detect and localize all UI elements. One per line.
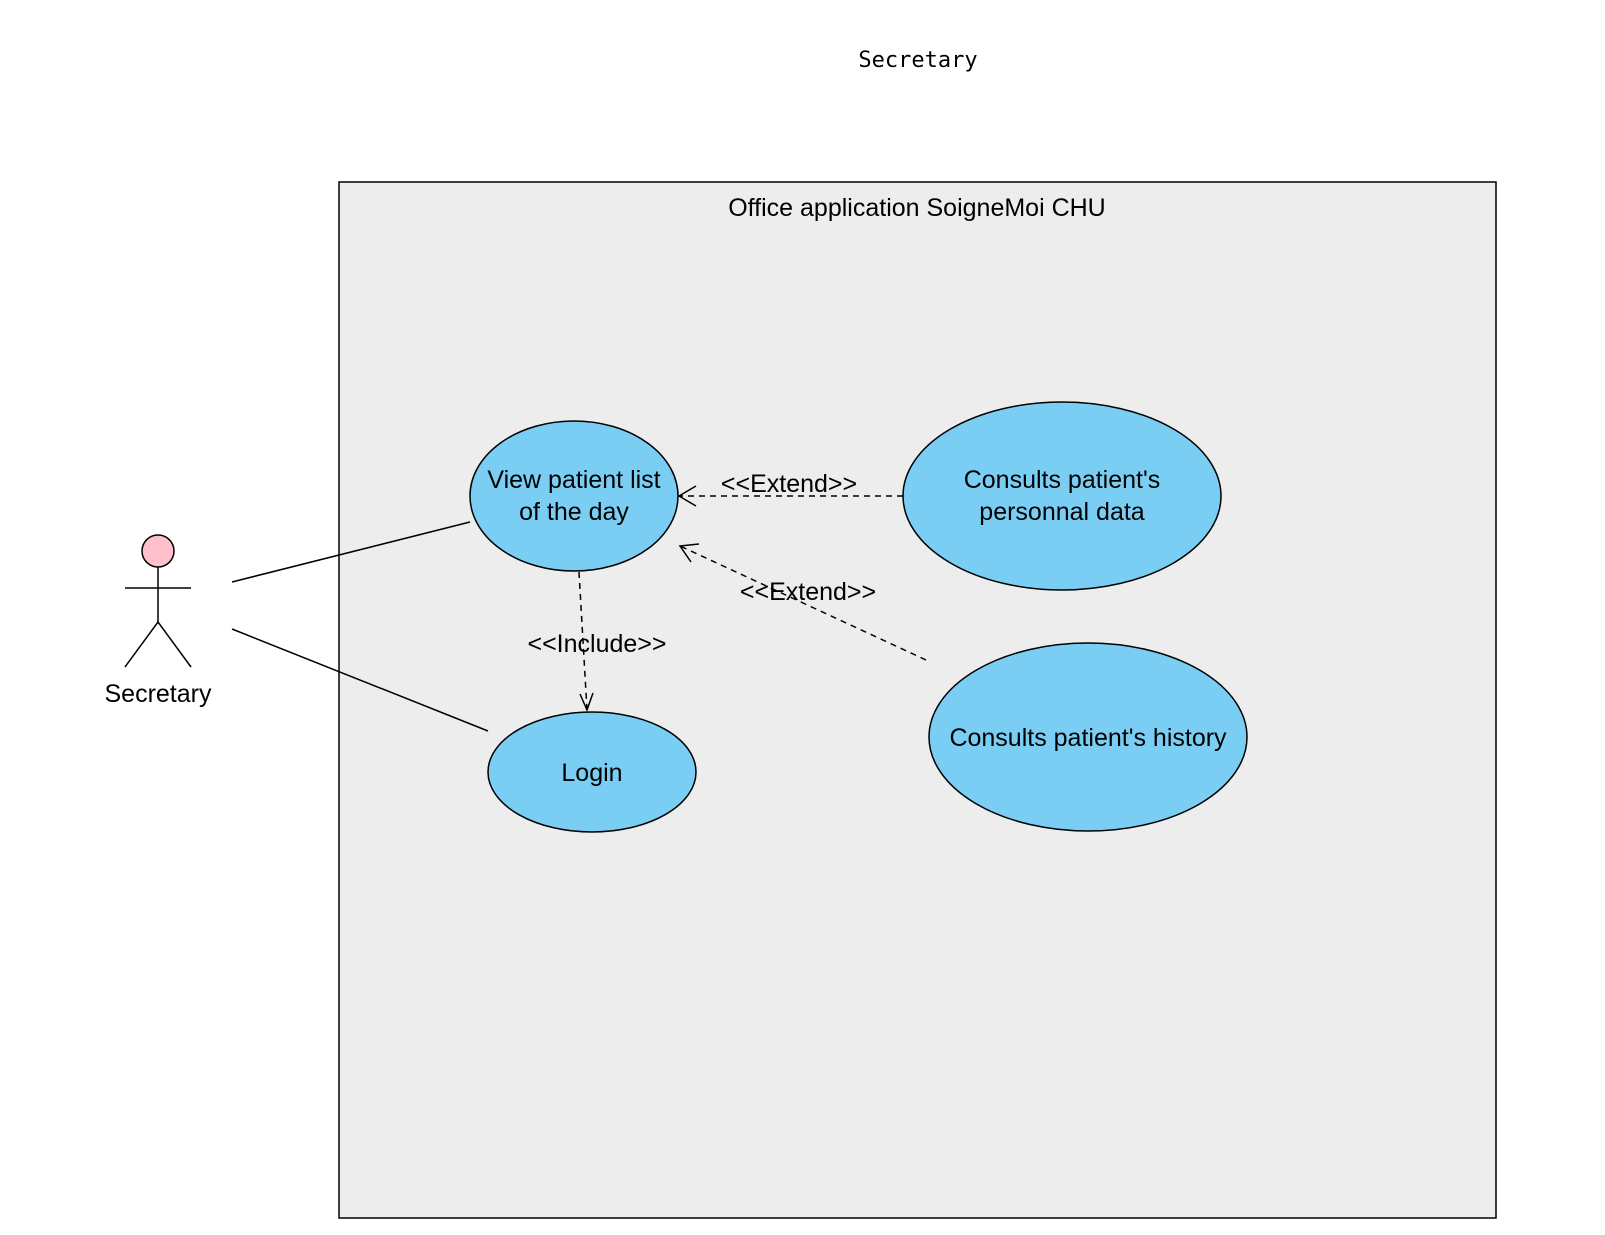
actor-secretary: Secretary xyxy=(105,534,212,708)
actor-left-leg xyxy=(124,621,159,668)
association-secretary-login xyxy=(231,628,489,732)
association-secretary-view-patient-list xyxy=(231,521,471,583)
use-case-consults-history-label: Consults patient's history xyxy=(949,724,1227,752)
system-boundary-box xyxy=(338,181,1497,1219)
extend-relation-personal-data: <<Extend>> xyxy=(677,470,903,507)
include-relation-login: <<Include>> xyxy=(527,571,667,713)
use-case-consults-personal-data-ellipse xyxy=(902,401,1222,591)
use-case-view-patient-list: View patient list of the day xyxy=(469,420,679,572)
use-case-consults-personal-data-line-1: Consults patient's xyxy=(964,466,1161,494)
actor-right-leg xyxy=(157,621,192,668)
use-case-view-patient-list-line-2: of the day xyxy=(519,498,629,526)
use-case-login-label: Login xyxy=(561,759,622,787)
use-case-consults-history: Consults patient's history xyxy=(928,642,1248,832)
extend-label-history: <<Extend>> xyxy=(740,578,876,606)
include-label-login: <<Include>> xyxy=(527,630,666,658)
use-case-consults-history-ellipse xyxy=(928,642,1248,832)
actor-name: Secretary xyxy=(105,680,212,708)
system-name: Office application SoigneMoi CHU xyxy=(728,194,1106,222)
use-case-view-patient-list-ellipse xyxy=(469,420,679,572)
extend-arrowhead-history xyxy=(678,543,700,563)
use-case-view-patient-list-line-1: View patient list xyxy=(487,466,660,494)
use-case-login-ellipse xyxy=(487,711,697,833)
extend-arrowhead-personal-data xyxy=(677,485,697,507)
include-arrowhead-login xyxy=(579,692,594,713)
actor-head xyxy=(141,534,175,568)
extend-label-personal-data: <<Extend>> xyxy=(721,470,857,498)
extend-line-history xyxy=(679,545,927,661)
use-case-consults-personal-data: Consults patient's personnal data xyxy=(902,401,1222,591)
page-title: Secretary xyxy=(858,48,977,73)
use-case-consults-personal-data-line-2: personnal data xyxy=(979,498,1145,526)
use-case-login: Login xyxy=(487,711,697,833)
include-line-login xyxy=(578,571,588,711)
extend-relation-history: <<Extend>> xyxy=(678,543,927,661)
system-boundary: Office application SoigneMoi CHU xyxy=(338,181,1497,1219)
